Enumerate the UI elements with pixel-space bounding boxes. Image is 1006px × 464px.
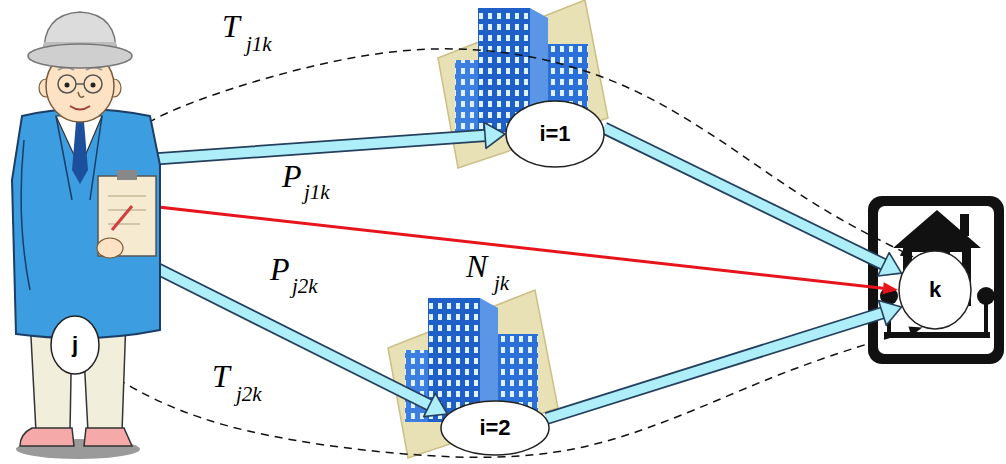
node-label: j xyxy=(72,333,78,357)
person-illustration xyxy=(12,12,160,459)
variable-symbol: T xyxy=(222,10,240,42)
travel-curve xyxy=(79,49,913,316)
variable-subscript: j1k xyxy=(304,182,330,203)
home-icon xyxy=(868,196,1004,364)
variable-symbol: P xyxy=(270,253,290,285)
flow-arrow xyxy=(547,301,902,419)
origin-oval: j xyxy=(50,315,100,375)
flow-arrow xyxy=(604,128,901,276)
variable-subscript: j2k xyxy=(236,384,262,405)
variable-subscript: j2k xyxy=(292,276,318,297)
variable-symbol: P xyxy=(282,160,302,192)
variable-symbol: T xyxy=(212,360,230,392)
facility-oval: i=1 xyxy=(505,100,605,168)
building-icon xyxy=(388,290,558,458)
node-label: i=1 xyxy=(539,122,570,146)
variable-symbol: N xyxy=(466,250,487,282)
destination-oval: k xyxy=(898,250,972,330)
variable-subscript: jk xyxy=(494,273,509,294)
facility-oval: i=2 xyxy=(440,400,550,456)
variable-subscript: j1k xyxy=(246,34,272,55)
node-label: k xyxy=(929,278,941,302)
direct-arrow xyxy=(98,205,898,335)
travel-curve xyxy=(94,327,922,458)
node-label: i=2 xyxy=(479,416,510,440)
